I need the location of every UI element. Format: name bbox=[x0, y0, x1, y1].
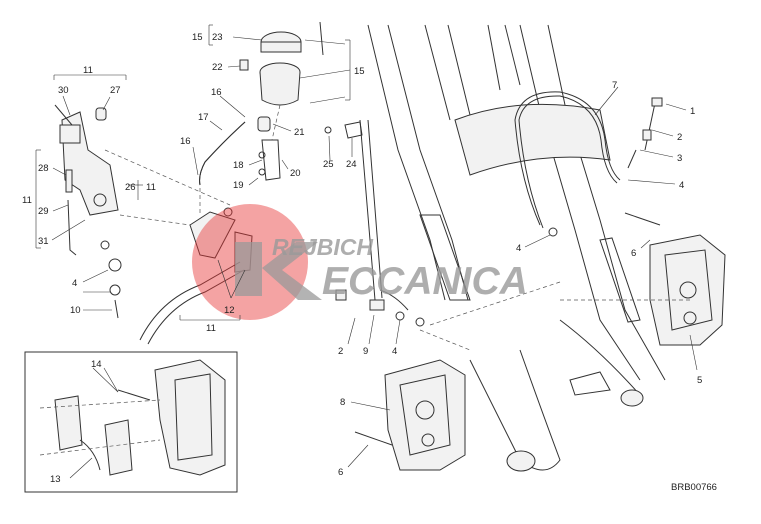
callout-3: 3 bbox=[677, 153, 682, 164]
callout-13: 13 bbox=[50, 474, 61, 485]
brake-hose bbox=[514, 91, 621, 226]
brake-caliper-right bbox=[649, 234, 726, 346]
callout-5: 5 bbox=[697, 375, 702, 386]
brake-caliper-left bbox=[384, 359, 466, 471]
callout-10: 10 bbox=[70, 305, 81, 316]
callout-21: 21 bbox=[294, 127, 305, 138]
callout-4-right: 4 bbox=[679, 180, 684, 191]
callout-31: 31 bbox=[38, 236, 49, 247]
callout-6-bottom: 6 bbox=[338, 467, 343, 478]
callout-27: 27 bbox=[110, 85, 121, 96]
callout-11-mid: 11 bbox=[146, 182, 156, 193]
callout-29: 29 bbox=[38, 206, 49, 217]
callout-17: 17 bbox=[198, 112, 209, 123]
callout-9: 9 bbox=[363, 346, 368, 357]
callout-15-left: 15 bbox=[192, 32, 203, 43]
callout-11-top: 11 bbox=[83, 65, 93, 76]
brake-pad-inset bbox=[24, 351, 238, 493]
callout-4-bottom: 4 bbox=[392, 346, 397, 357]
callout-16-top: 16 bbox=[211, 87, 222, 98]
callout-15-right: 15 bbox=[354, 66, 365, 77]
callout-24: 24 bbox=[346, 159, 357, 170]
callout-2-right: 2 bbox=[677, 132, 682, 143]
callout-11-left: 11 bbox=[22, 195, 32, 206]
watermark-line2: ECCANICA bbox=[322, 260, 528, 303]
diagram-code: BRB00766 bbox=[671, 482, 717, 493]
callout-2-bottom: 2 bbox=[338, 346, 343, 357]
watermark-k-mark bbox=[235, 242, 322, 300]
watermark-logo: REJBICH ECCANICA bbox=[192, 204, 528, 320]
reservoir-assembly bbox=[239, 21, 363, 181]
callout-12: 12 bbox=[224, 305, 235, 316]
callout-6-right: 6 bbox=[631, 248, 636, 259]
callout-19: 19 bbox=[233, 180, 244, 191]
callout-labels: 1 2 3 4 4 4 4 5 6 6 7 8 2 9 10 11 11 11 … bbox=[22, 32, 717, 493]
callout-30: 30 bbox=[58, 85, 69, 96]
callout-4-left: 4 bbox=[72, 278, 77, 289]
callout-23: 23 bbox=[212, 32, 223, 43]
callout-8: 8 bbox=[340, 397, 345, 408]
leader-lines bbox=[35, 24, 698, 479]
fork-assembly bbox=[359, 24, 666, 472]
callout-26: 26 bbox=[125, 182, 136, 193]
callout-25: 25 bbox=[323, 159, 334, 170]
master-cylinder bbox=[54, 104, 122, 319]
callout-16-left: 16 bbox=[180, 136, 191, 147]
reservoir-hose bbox=[199, 121, 246, 186]
callout-11-bottom: 11 bbox=[206, 323, 216, 334]
callout-7: 7 bbox=[612, 80, 617, 91]
callout-1: 1 bbox=[690, 106, 695, 117]
callout-14: 14 bbox=[91, 359, 102, 370]
callout-20: 20 bbox=[290, 168, 301, 179]
watermark-line1: REJBICH bbox=[272, 234, 373, 260]
callout-22: 22 bbox=[212, 62, 223, 73]
callout-28: 28 bbox=[38, 163, 49, 174]
callout-18: 18 bbox=[233, 160, 244, 171]
callout-4-center: 4 bbox=[516, 243, 521, 254]
